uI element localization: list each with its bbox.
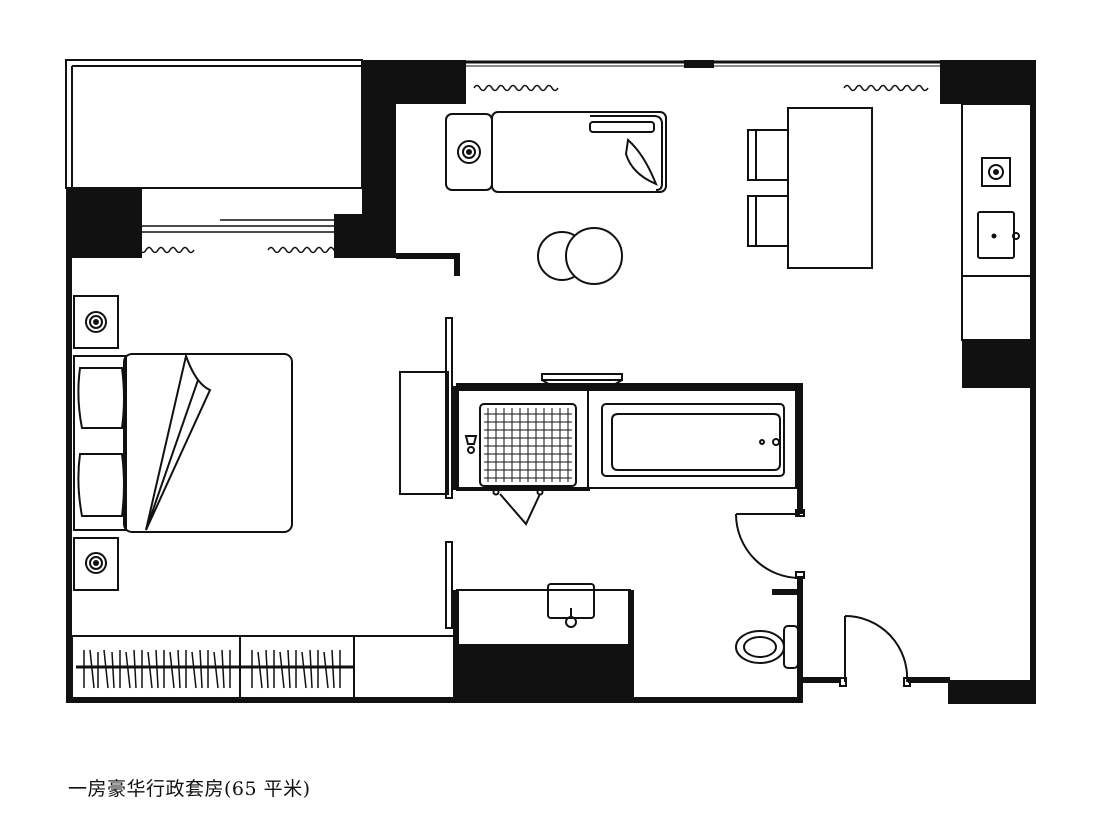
sofa (445, 111, 667, 193)
towel-rack (541, 373, 623, 387)
bathtub (587, 389, 797, 489)
kitchenette (961, 103, 1033, 341)
shower (457, 389, 589, 489)
plan-caption: 一房豪华行政套房(65 平米) (68, 778, 311, 800)
balcony (65, 59, 363, 189)
partition-walls (396, 253, 950, 683)
bedside-table-top (73, 295, 119, 349)
toilet (735, 625, 799, 669)
bed (73, 352, 293, 533)
dining-table (747, 107, 873, 269)
partition-panel (445, 541, 453, 629)
window-bedroom (142, 219, 334, 233)
bathroom-walls (453, 383, 803, 703)
entrance-door (839, 614, 911, 687)
shower-door (456, 488, 590, 526)
wardrobe (71, 635, 455, 701)
vanity (547, 583, 595, 628)
outer-walls (66, 60, 1036, 703)
desk (399, 317, 453, 499)
curtains (109, 84, 929, 254)
walls (66, 60, 1036, 704)
coffee-tables (537, 227, 623, 285)
bedside-table-bottom (73, 537, 119, 591)
bathroom-door (735, 509, 805, 579)
